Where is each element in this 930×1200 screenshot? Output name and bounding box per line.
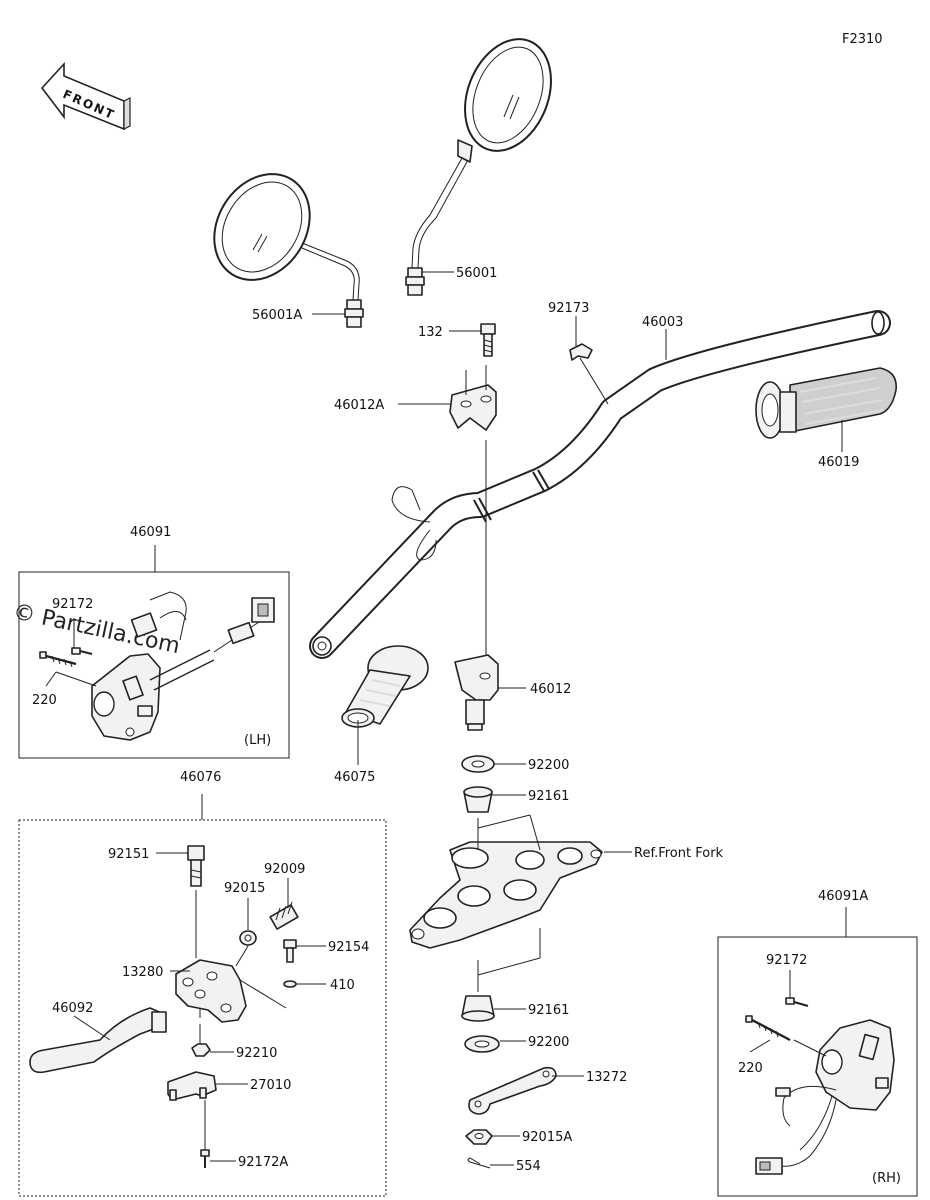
mirror-right: [405, 38, 552, 296]
label-13272: 13272: [586, 1070, 627, 1085]
label-92210: 92210: [236, 1046, 277, 1061]
lever-assembly-box: [18, 819, 387, 1197]
label-27010: 27010: [250, 1078, 291, 1093]
label-ref-front-fork: Ref.Front Fork: [634, 846, 724, 861]
label-92161-lower: 92161: [528, 1003, 569, 1018]
label-lh-92172: 92172: [52, 597, 93, 612]
handlebar: [309, 310, 891, 659]
lever-holder-13280: [175, 959, 247, 1023]
label-46076: 46076: [180, 770, 221, 785]
grip-lh-46075: [341, 645, 429, 728]
lh-screw-92172: [71, 647, 93, 655]
clamp-92173: [569, 343, 593, 361]
label-lh-220: 220: [32, 693, 57, 708]
rh-switch-housing: [755, 1019, 895, 1175]
lever-screw-92154: [283, 939, 297, 963]
label-92200-upper: 92200: [528, 758, 569, 773]
switch-screw-92172a: [200, 1149, 210, 1168]
label-56001: 56001: [456, 266, 497, 281]
plate-13272: [468, 1066, 557, 1115]
holder-upper-46012a: [449, 384, 497, 431]
label-56001a: 56001A: [252, 308, 302, 323]
label-46075: 46075: [334, 770, 375, 785]
lever-washer-410: [283, 980, 297, 988]
label-46012a: 46012A: [334, 398, 384, 413]
lever-bolt-92151: [187, 845, 205, 887]
label-46003: 46003: [642, 315, 683, 330]
label-92015a: 92015A: [522, 1130, 572, 1145]
label-92200-lower: 92200: [528, 1035, 569, 1050]
label-92173: 92173: [548, 301, 589, 316]
bolt-132: [480, 323, 496, 357]
grip-rh-46019: [755, 367, 897, 439]
label-410: 410: [330, 978, 355, 993]
label-132: 132: [418, 325, 443, 340]
label-rh-220: 220: [738, 1061, 763, 1076]
clutch-switch-27010: [167, 1071, 217, 1101]
label-92161-upper: 92161: [528, 789, 569, 804]
front-arrow-icon: FRONT: [40, 61, 131, 131]
washer-upper-92200: [461, 755, 495, 773]
label-92151: 92151: [108, 847, 149, 862]
damper-lower-92161: [461, 995, 495, 1022]
label-554: 554: [516, 1159, 541, 1174]
label-lh-side: (LH): [244, 733, 271, 748]
lever-bush-92015: [239, 930, 257, 946]
lever-46092: [29, 1007, 167, 1074]
lh-switch-box: [18, 571, 290, 759]
rh-screw-92172: [785, 997, 809, 1007]
label-rh-92172: 92172: [766, 953, 807, 968]
rh-switch-box: [717, 936, 918, 1197]
label-92154: 92154: [328, 940, 369, 955]
label-rh-side: (RH): [872, 1171, 901, 1186]
pin-554: [467, 1157, 491, 1169]
washer-lower-92200: [464, 1035, 500, 1053]
label-46019: 46019: [818, 455, 859, 470]
label-46092: 46092: [52, 1001, 93, 1016]
label-13280: 13280: [122, 965, 163, 980]
mirror-left: [213, 173, 364, 328]
steering-stem-head: [409, 841, 603, 949]
label-92015: 92015: [224, 881, 265, 896]
lever-nut-92210: [191, 1043, 211, 1057]
lh-bolt-220: [39, 651, 77, 668]
lh-switch-housing: [91, 591, 275, 741]
rh-bolt-220: [745, 1015, 791, 1042]
label-46012: 46012: [530, 682, 571, 697]
label-92009: 92009: [264, 862, 305, 877]
nut-92015a: [465, 1129, 493, 1145]
lever-adjuster-92009: [269, 901, 299, 930]
label-92172a: 92172A: [238, 1155, 288, 1170]
figure-code: F2310: [842, 32, 883, 47]
label-46091: 46091: [130, 525, 171, 540]
label-46091a: 46091A: [818, 889, 868, 904]
damper-upper-92161: [463, 786, 493, 813]
holder-lower-46012: [454, 654, 499, 731]
